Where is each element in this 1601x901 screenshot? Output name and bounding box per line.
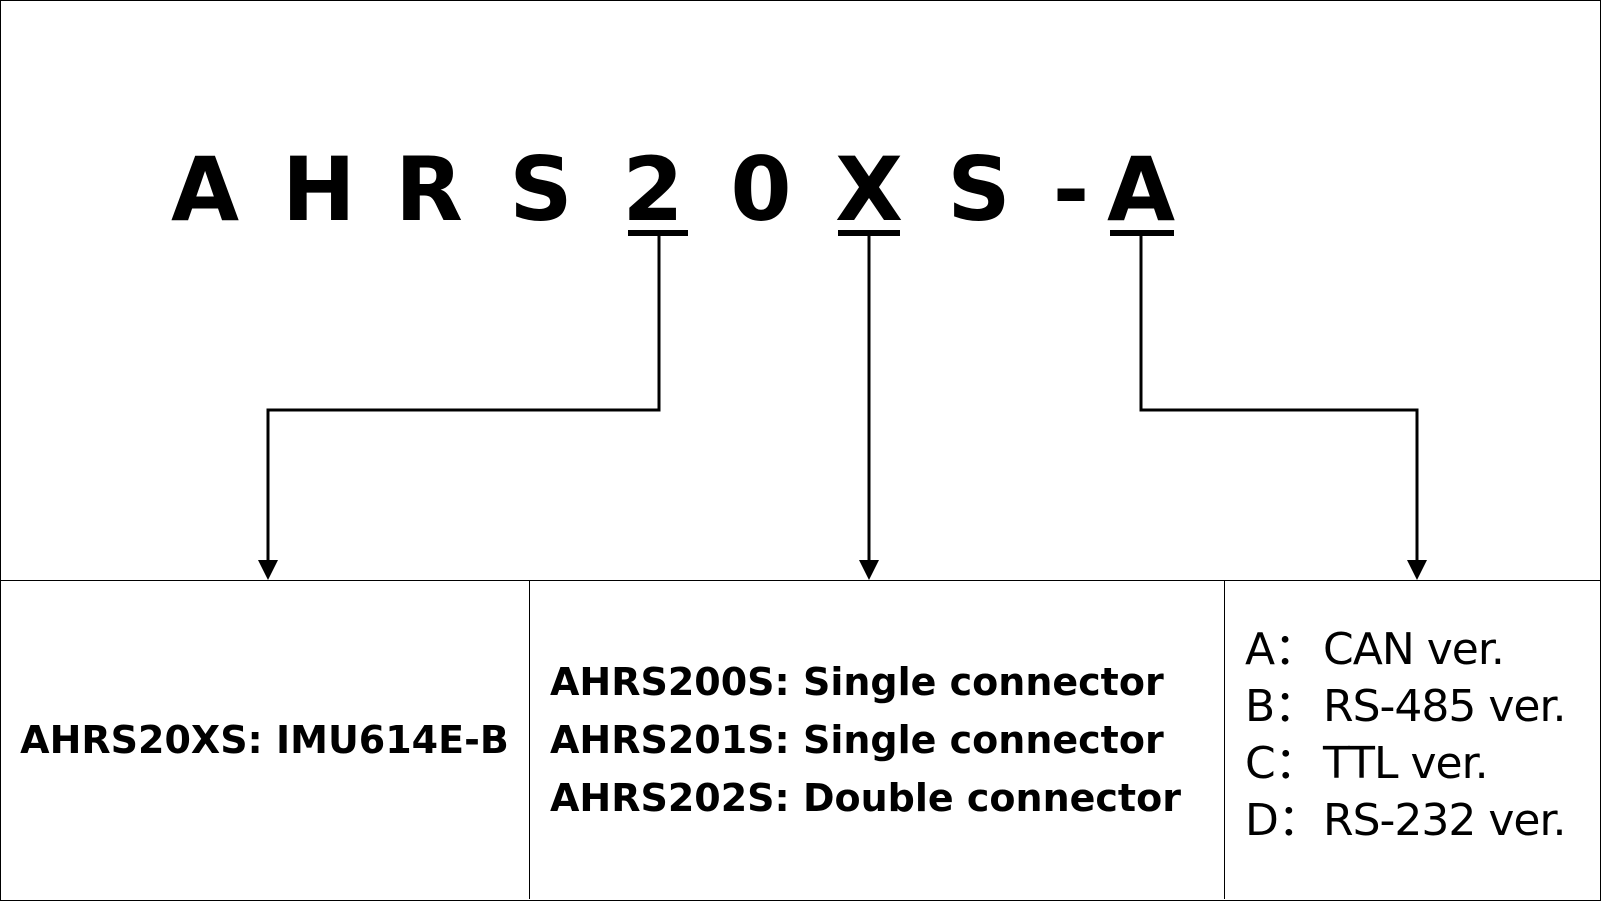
interface-list: A：CAN ver. B：RS-485 ver. C：TTL ver. D：RS… — [1245, 621, 1566, 849]
interface-key-c: C： — [1245, 738, 1319, 789]
interface-value-d: RS-232 ver. — [1323, 795, 1566, 846]
arrow-interface — [1139, 236, 1419, 566]
interface-option-a: A：CAN ver. — [1245, 621, 1566, 678]
interface-value-c: TTL ver. — [1323, 738, 1489, 789]
connector-list: AHRS200S: Single connector AHRS201S: Sin… — [550, 653, 1181, 827]
connector-option-201s: AHRS201S: Single connector — [550, 718, 1164, 762]
platform-box: AHRS20XS: IMU614E-B — [0, 580, 530, 899]
code-char-dash: - — [1052, 138, 1090, 241]
code-char-r: R — [395, 138, 463, 241]
code-char-s2: S — [947, 138, 1011, 241]
underline-connector-variant — [838, 230, 900, 236]
interface-option-b: B：RS-485 ver. — [1245, 678, 1566, 735]
interface-value-a: CAN ver. — [1323, 624, 1505, 675]
code-char-s: S — [509, 138, 573, 241]
code-char-h: H — [282, 138, 356, 241]
arrowhead-interface — [1407, 560, 1427, 580]
code-char-zero: 0 — [730, 138, 792, 241]
interface-key-d: D： — [1245, 795, 1322, 846]
interface-key-a: A： — [1245, 624, 1318, 675]
connector-option-202s: AHRS202S: Double connector — [550, 776, 1181, 820]
interface-box: A：CAN ver. B：RS-485 ver. C：TTL ver. D：RS… — [1225, 580, 1600, 899]
underline-interface-variant — [1110, 230, 1174, 236]
code-char-interface-variant: A — [1106, 138, 1176, 241]
arrowhead-platform — [258, 560, 278, 580]
interface-value-b: RS-485 ver. — [1323, 681, 1566, 732]
arrowhead-connector — [859, 560, 879, 580]
code-char-connector-variant: X — [835, 138, 903, 241]
code-char-platform-digit: 2 — [622, 138, 684, 241]
underline-platform-digit — [628, 230, 688, 236]
arrow-platform — [266, 236, 661, 566]
connector-option-200s: AHRS200S: Single connector — [550, 660, 1164, 704]
platform-text: AHRS20XS: IMU614E-B — [20, 718, 509, 762]
code-char-a: A — [170, 138, 240, 241]
connector-box: AHRS200S: Single connector AHRS201S: Sin… — [530, 580, 1225, 899]
interface-option-c: C：TTL ver. — [1245, 735, 1566, 792]
interface-option-d: D：RS-232 ver. — [1245, 792, 1566, 849]
interface-key-b: B： — [1245, 681, 1318, 732]
